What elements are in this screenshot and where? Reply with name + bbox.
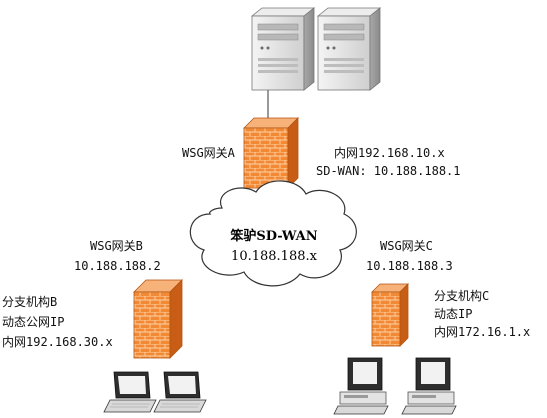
- gateway-b-label: WSG网关B: [90, 239, 143, 253]
- branch-b-org: 分支机构B: [2, 295, 58, 309]
- branch-b-ip-type: 动态公网IP: [2, 315, 65, 329]
- branch-b-lan: 内网192.168.30.x: [2, 335, 113, 349]
- firewall-c-icon: [371, 283, 409, 347]
- gateway-b-ip: 10.188.188.2: [74, 259, 161, 273]
- desktop-computer-icon: [333, 357, 389, 415]
- hq-lan-label: 内网192.168.10.x: [334, 146, 445, 160]
- cloud-subnet: 10.188.188.x: [231, 249, 317, 264]
- firewall-a-icon: [243, 117, 299, 189]
- server-icon: [316, 7, 382, 91]
- branch-c-org: 分支机构C: [434, 289, 490, 303]
- cloud-name: 笨驴SD-WAN: [230, 229, 318, 244]
- desktop-computer-icon: [401, 357, 457, 415]
- laptop-icon: [153, 371, 207, 413]
- branch-c-lan: 内网172.16.1.x: [434, 325, 531, 339]
- laptop-icon: [103, 371, 157, 413]
- gateway-c-label: WSG网关C: [380, 239, 433, 253]
- gateway-c-ip: 10.188.188.3: [366, 259, 453, 273]
- gateway-a-label: WSG网关A: [182, 146, 235, 160]
- sdwan-cloud-icon: [189, 180, 357, 287]
- branch-c-ip-type: 动态IP: [434, 307, 473, 321]
- firewall-b-icon: [133, 279, 183, 359]
- server-icon: [250, 7, 316, 91]
- hq-sdwan-label: SD-WAN: 10.188.188.1: [316, 164, 461, 178]
